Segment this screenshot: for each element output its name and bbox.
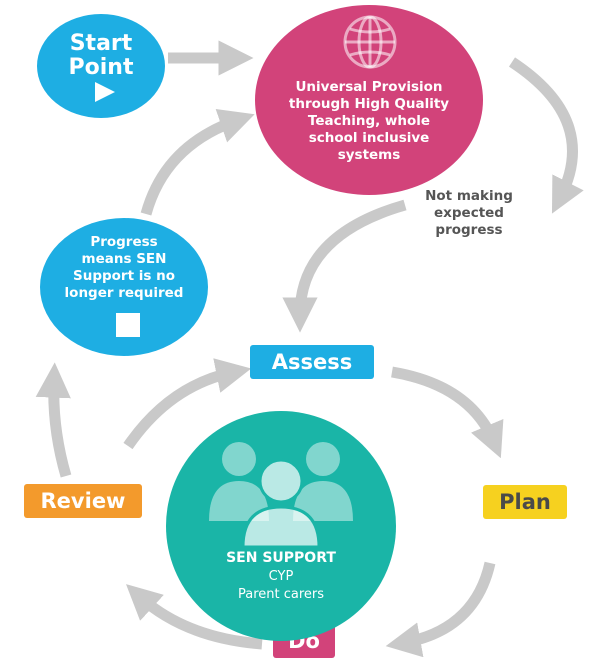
not-progress-line: expected bbox=[434, 205, 504, 221]
review-stage: Review bbox=[24, 484, 142, 518]
sen-support-title: SEN SUPPORT bbox=[226, 550, 336, 566]
progress-line: Progress bbox=[90, 234, 158, 250]
start-label-line2: Point bbox=[68, 55, 134, 80]
universal-line: through High Quality bbox=[288, 96, 450, 112]
start-point-node: Start Point bbox=[37, 14, 165, 118]
progress-node: Progress means SEN Support is no longer … bbox=[40, 218, 208, 356]
arrow-plan-to-do bbox=[385, 561, 496, 658]
arrow-do-to-review bbox=[125, 584, 263, 650]
universal-line: school inclusive bbox=[308, 130, 430, 146]
arrow-progress-to-universal bbox=[140, 109, 255, 216]
checkbox-square-icon bbox=[116, 313, 140, 337]
play-icon bbox=[95, 82, 115, 102]
arrow-review-to-progress bbox=[35, 362, 72, 478]
universal-provision-label: Universal Provision through High Quality… bbox=[275, 79, 463, 164]
universal-line: Universal Provision bbox=[295, 79, 443, 95]
not-progress-line: progress bbox=[435, 222, 503, 238]
arrow-assess-to-plan bbox=[391, 366, 504, 459]
plan-stage: Plan bbox=[483, 485, 567, 519]
universal-line: systems bbox=[337, 147, 401, 163]
assess-stage: Assess bbox=[250, 345, 374, 379]
arrow-universal-to-not-progress bbox=[508, 57, 584, 214]
universal-line: Teaching, whole bbox=[307, 113, 431, 129]
universal-provision-node: Universal Provision through High Quality… bbox=[255, 5, 483, 195]
globe-icon bbox=[343, 15, 397, 69]
arrow-review-to-assess bbox=[123, 358, 252, 450]
not-making-progress-label: Not making expected progress bbox=[399, 188, 539, 239]
sen-support-node: SEN SUPPORT CYP Parent carers bbox=[166, 411, 396, 641]
sen-parent-carers-label: Parent carers bbox=[237, 587, 325, 602]
sen-cyp-label: CYP bbox=[268, 569, 294, 584]
start-point-label: Start Point bbox=[37, 32, 165, 80]
progress-label: Progress means SEN Support is no longer … bbox=[50, 234, 198, 302]
progress-line: longer required bbox=[64, 285, 184, 301]
arrow-not-progress-to-assess bbox=[282, 199, 407, 333]
progress-line: means SEN bbox=[81, 251, 167, 267]
start-label-line1: Start bbox=[69, 31, 133, 56]
progress-line: Support is no bbox=[73, 268, 175, 284]
people-group-icon bbox=[209, 442, 353, 549]
not-progress-line: Not making bbox=[425, 188, 513, 204]
